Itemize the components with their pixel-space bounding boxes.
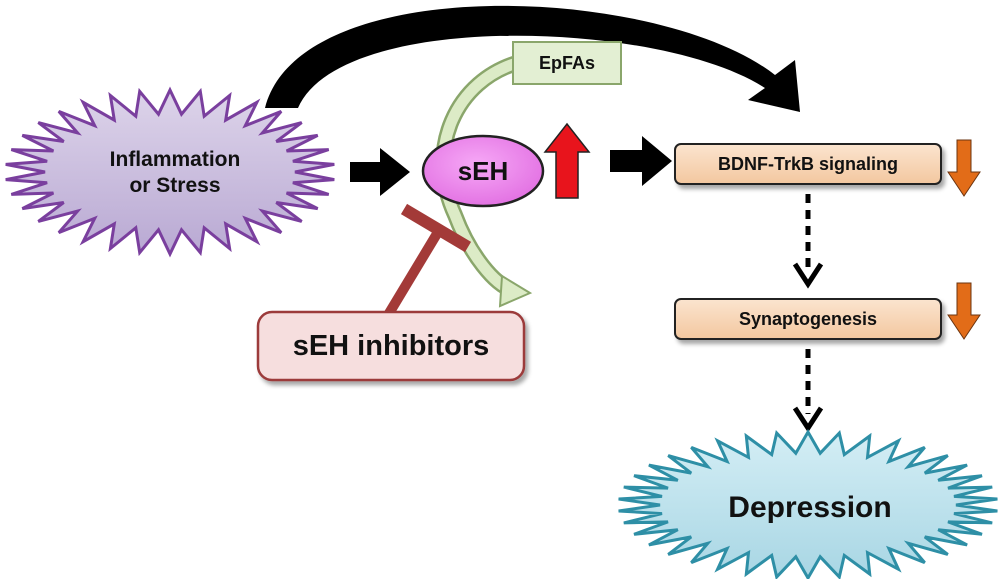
inflammation-line1: Inflammation <box>109 148 241 171</box>
epfas-box <box>512 41 622 85</box>
arrow-bdnf-to-synaptogenesis <box>792 194 824 289</box>
arrow-synaptogenesis-to-depression <box>792 349 824 433</box>
bdnf-label: BDNF-TrkB signaling <box>717 153 898 174</box>
seh-ellipse <box>421 134 545 208</box>
seh-label: sEH <box>457 155 509 186</box>
arrow-inflammation-to-seh <box>350 148 410 196</box>
synaptogenesis-box <box>674 298 942 340</box>
inhibition-bar <box>383 203 472 318</box>
depression-starburst <box>618 428 998 579</box>
bdnf-box <box>674 143 942 185</box>
epfas-label: EpFAs <box>538 52 595 73</box>
seh-inhibitors-box <box>256 310 526 382</box>
inflammation-label: Inflammation or Stress <box>70 138 280 208</box>
seh-increase-arrow <box>543 122 591 199</box>
inflammation-line2: or Stress <box>129 174 221 197</box>
inflammation-starburst <box>5 86 335 258</box>
synaptogenesis-label: Synaptogenesis <box>738 308 878 329</box>
depression-label: Depression <box>728 491 892 524</box>
bdnf-decrease-arrow <box>947 139 981 197</box>
arrow-seh-to-bdnf <box>610 136 672 186</box>
curved-arrow-to-bdnf <box>265 5 800 112</box>
synaptogenesis-decrease-arrow <box>947 282 981 340</box>
seh-inhibitors-label: sEH inhibitors <box>292 329 490 362</box>
